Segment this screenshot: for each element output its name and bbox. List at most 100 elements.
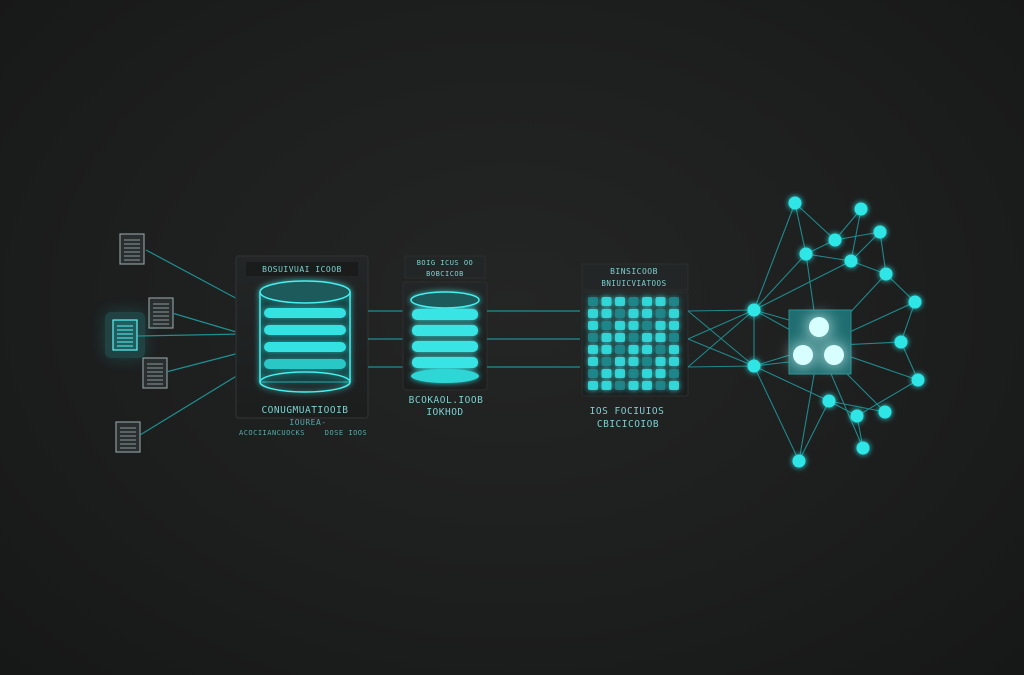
network-edge	[900, 301, 916, 343]
matrix-cell	[655, 297, 666, 306]
matrix-cell	[601, 321, 612, 330]
matrix-cell	[642, 309, 652, 318]
matrix-cell	[642, 357, 652, 366]
network-edge	[850, 208, 862, 262]
matrix-cell	[655, 345, 666, 354]
network-node	[911, 373, 925, 387]
matrix-cell	[655, 357, 666, 366]
matrix-cell	[588, 309, 598, 318]
network-node	[873, 225, 887, 239]
network-edge	[798, 400, 830, 462]
matrix-cell	[615, 333, 625, 342]
network-node	[908, 295, 922, 309]
flow-edge	[687, 338, 755, 367]
matrix-grid-icon	[588, 297, 679, 390]
matrix-cell	[642, 333, 652, 342]
stage-store-panel: BOIG ICUS OO BOBCICOB BCOKAOL.IOOB IOKHO…	[402, 255, 488, 418]
stage3-header-top: BINSICOOB	[610, 267, 658, 276]
matrix-cell	[628, 369, 639, 378]
matrix-cell	[588, 357, 598, 366]
matrix-cell	[601, 333, 612, 342]
matrix-cell	[628, 333, 639, 342]
stage1-footer-right: DOSE IOOS	[325, 429, 367, 437]
matrix-cell	[601, 309, 612, 318]
stage2-title: BCOKAOL.IOOB	[409, 395, 484, 406]
network-node	[788, 196, 802, 210]
matrix-cell	[669, 345, 679, 354]
network-nodes	[747, 196, 925, 468]
network-node	[747, 303, 761, 317]
matrix-cell	[628, 309, 639, 318]
stage1-subtitle: IOUREA-	[289, 418, 326, 427]
matrix-cell	[642, 321, 652, 330]
network-node	[879, 267, 893, 281]
stage-ingest-panel: BOSUIVUAI ICOOB CONUGMUATIOOIB IOUREA- A…	[235, 255, 369, 437]
matrix-cell	[588, 345, 598, 354]
network-node	[854, 202, 868, 216]
network-edge	[828, 400, 886, 413]
document-icon	[119, 233, 145, 265]
network-node	[850, 409, 864, 423]
matrix-cell	[669, 369, 679, 378]
matrix-cell	[615, 369, 625, 378]
matrix-cell	[642, 369, 652, 378]
network-edge	[794, 202, 807, 255]
matrix-cell	[588, 321, 598, 330]
document-icon	[148, 297, 174, 329]
stage1-title: CONUGMUATIOOIB	[261, 405, 348, 416]
hub-cluster-icon	[788, 309, 852, 375]
matrix-cell	[669, 381, 679, 390]
network-node	[792, 454, 806, 468]
network-edge	[794, 202, 836, 241]
network-edge	[900, 341, 919, 381]
matrix-cell	[669, 333, 679, 342]
matrix-cell	[601, 357, 612, 366]
network-edge	[753, 365, 800, 462]
network-node	[878, 405, 892, 419]
flow-edge	[687, 309, 755, 340]
matrix-cell	[655, 381, 666, 390]
network-edge	[753, 202, 796, 311]
document-icon	[142, 357, 168, 389]
stage1-header: BOSUIVUAI ICOOB	[262, 265, 342, 274]
matrix-cell	[655, 369, 666, 378]
stage3-subtitle: CBICICOIOB	[597, 419, 659, 430]
matrix-cell	[628, 345, 639, 354]
input-connectors	[137, 249, 244, 436]
matrix-cell	[588, 333, 598, 342]
network-node	[799, 247, 813, 261]
network-node	[894, 335, 908, 349]
input-documents	[105, 233, 174, 453]
network-edge	[753, 253, 807, 311]
stage2-to-stage3-connectors	[487, 310, 580, 368]
network-edge	[885, 273, 916, 303]
matrix-cell	[615, 309, 625, 318]
flow-edge	[687, 365, 755, 368]
matrix-cell	[601, 381, 612, 390]
matrix-cell	[628, 321, 639, 330]
matrix-cell	[669, 297, 679, 306]
stage3-header-bottom: BNIUICVIATOOS	[601, 279, 666, 288]
matrix-cell	[601, 297, 612, 306]
matrix-cell	[628, 297, 639, 306]
flow-edge	[687, 309, 755, 312]
matrix-cell	[642, 381, 652, 390]
network-node	[844, 254, 858, 268]
matrix-cell	[669, 357, 679, 366]
network-node	[856, 441, 870, 455]
matrix-cell	[669, 309, 679, 318]
stage1-footer-left: ACOCIIANCUOCKS	[239, 429, 305, 437]
matrix-cell	[642, 345, 652, 354]
matrix-cell	[628, 381, 639, 390]
matrix-cell	[588, 369, 598, 378]
matrix-cell	[601, 345, 612, 354]
matrix-cell	[655, 321, 666, 330]
matrix-cell	[588, 297, 598, 306]
network-edge	[753, 260, 852, 311]
stage2-subtitle: IOKHOD	[426, 407, 463, 418]
network-edge	[850, 231, 881, 262]
stage2-header-bottom: BOBCICOB	[426, 270, 464, 278]
document-icon	[105, 312, 145, 358]
matrix-cell	[615, 297, 625, 306]
